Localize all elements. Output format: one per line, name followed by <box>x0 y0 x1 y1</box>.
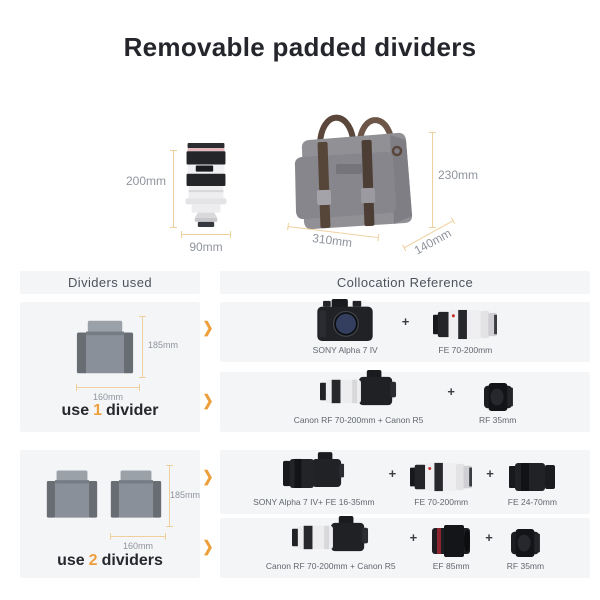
divider-height-dimension-line <box>139 316 146 378</box>
collocation-card: SONY Alpha 7 IV + FE 70-200mm <box>220 302 590 362</box>
usage-suffix: divider <box>106 402 159 419</box>
gear-label: FE 70-200mm <box>414 497 469 507</box>
sony-camera-with-lens-illustration <box>283 452 345 493</box>
gear-label: FE 24-70mm <box>507 497 557 507</box>
collocation-reference-header: Collocation Reference <box>220 271 590 294</box>
divider-height-label: 185mm <box>170 490 201 500</box>
collocation-row: SONY Alpha 7 IV+ FE 16-35mm + FE 70-200m… <box>220 450 590 514</box>
usage-suffix: dividers <box>101 552 163 569</box>
sony-camera-body-illustration <box>317 299 373 341</box>
plus-icon: + <box>447 384 455 399</box>
plus-icon: + <box>485 530 493 545</box>
plus-icon: + <box>388 466 397 481</box>
collocation-row: Canon RF 70-200mm + Canon R5 + RF 35mm <box>220 372 590 432</box>
divider-width-dimension-line <box>110 533 166 540</box>
standard-zoom-lens-illustration <box>509 461 555 493</box>
white-telephoto-lens-illustration <box>433 308 497 341</box>
collocation-row: Canon RF 70-200mm + Canon R5 + EF 85mm +… <box>220 518 590 578</box>
collocation-item: FE 24-70mm <box>508 461 557 507</box>
collocation-item: Canon RF 70-200mm + Canon R5 <box>266 516 396 571</box>
collocation-item: RF 35mm <box>507 529 544 571</box>
divider-width-label: 160mm <box>122 541 153 551</box>
dividers-used-header: Dividers used <box>20 271 200 294</box>
divider-illustration <box>46 464 98 524</box>
telephoto-lens-illustration <box>183 143 229 229</box>
usage-prefix: use <box>57 552 85 569</box>
camera-bag-illustration <box>278 97 428 237</box>
usage-prefix: use <box>61 402 90 419</box>
canon-camera-with-white-lens-illustration <box>320 370 398 411</box>
gear-label: FE 70-200mm <box>438 345 493 355</box>
gear-label: RF 35mm <box>506 561 545 571</box>
white-telephoto-lens-illustration <box>410 461 472 493</box>
plus-icon: + <box>401 314 410 329</box>
portrait-lens-illustration <box>431 525 471 557</box>
lens-width-label: 90mm <box>189 240 223 254</box>
collocation-item: EF 85mm <box>431 525 471 571</box>
lens-width-dimension-line <box>181 231 231 238</box>
gear-label: SONY Alpha 7 IV <box>312 345 378 355</box>
usage-count: 2 <box>88 552 98 569</box>
collocation-item: FE 70-200mm <box>410 461 472 507</box>
gear-label: Canon RF 70-200mm + Canon R5 <box>265 561 396 571</box>
collocation-item: SONY Alpha 7 IV+ FE 16-35mm <box>253 452 375 507</box>
chevron-right-icon: ❯ <box>202 318 214 337</box>
collocation-item: SONY Alpha 7 IV <box>313 299 378 355</box>
divider-illustration <box>110 464 162 524</box>
collocation-item: Canon RF 70-200mm + Canon R5 <box>293 370 424 425</box>
divider-height-label: 185mm <box>148 340 179 350</box>
gear-label: EF 85mm <box>432 561 470 571</box>
divider-width-dimension-line <box>76 384 140 391</box>
bag-height-dimension-line <box>429 132 436 228</box>
usage-count: 1 <box>93 402 102 419</box>
divider-width-label: 160mm <box>92 392 123 402</box>
small-prime-lens-illustration <box>481 383 515 411</box>
gear-label: Canon RF 70-200mm + Canon R5 <box>293 415 424 425</box>
page-title: Removable padded dividers <box>123 32 477 62</box>
collocation-row: SONY Alpha 7 IV + FE 70-200mm <box>220 302 590 362</box>
small-prime-lens-illustration <box>508 529 542 557</box>
collocation-card: SONY Alpha 7 IV+ FE 16-35mm + FE 70-200m… <box>220 450 590 514</box>
canon-camera-with-white-lens-illustration <box>292 516 370 557</box>
plus-icon: + <box>409 530 418 545</box>
plus-icon: + <box>486 466 494 481</box>
chevron-right-icon: ❯ <box>202 391 214 410</box>
collocation-card: Canon RF 70-200mm + Canon R5 + EF 85mm +… <box>220 518 590 578</box>
gear-label: SONY Alpha 7 IV+ FE 16-35mm <box>253 497 375 507</box>
lens-height-dimension-line <box>170 150 177 228</box>
bag-height-label: 230mm <box>438 168 479 182</box>
chevron-right-icon: ❯ <box>202 537 214 556</box>
lens-height-label: 200mm <box>125 174 166 188</box>
collocation-item: FE 70-200mm <box>433 308 497 355</box>
collocation-item: RF 35mm <box>479 383 516 425</box>
gear-label: RF 35mm <box>478 415 517 425</box>
collocation-card: Canon RF 70-200mm + Canon R5 + RF 35mm <box>220 372 590 432</box>
divider-height-dimension-line <box>166 465 173 527</box>
chevron-right-icon: ❯ <box>202 467 214 486</box>
divider-illustration <box>76 315 134 379</box>
